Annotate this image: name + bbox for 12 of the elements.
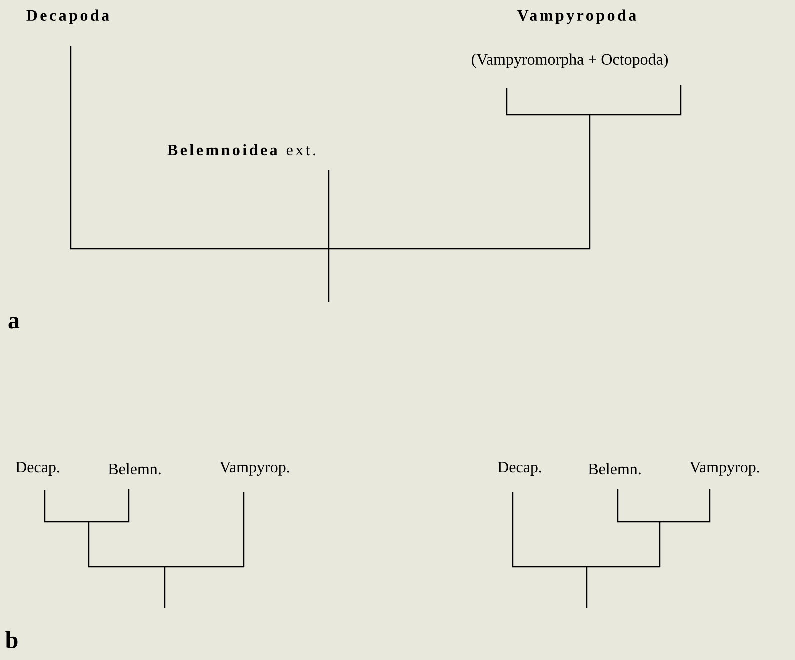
panel-letter: b [6,632,18,648]
taxon-label: (Vampyromorpha + Octopoda) [472,54,668,68]
panel-letter: a [8,317,20,329]
taxon-heading: Decapoda [26,10,110,24]
taxon-label: Belemnoidea ext. [168,144,316,156]
taxon-label: Decap. [498,462,542,476]
taxon-heading: Vampyropoda [518,10,636,24]
taxon-label: Vampyrop. [220,462,290,476]
taxon-label: Decap. [16,462,60,476]
taxon-label: Belemn. [588,463,641,475]
taxon-label: Belemn. [108,463,161,475]
taxon-label: Vampyrop. [690,462,760,476]
